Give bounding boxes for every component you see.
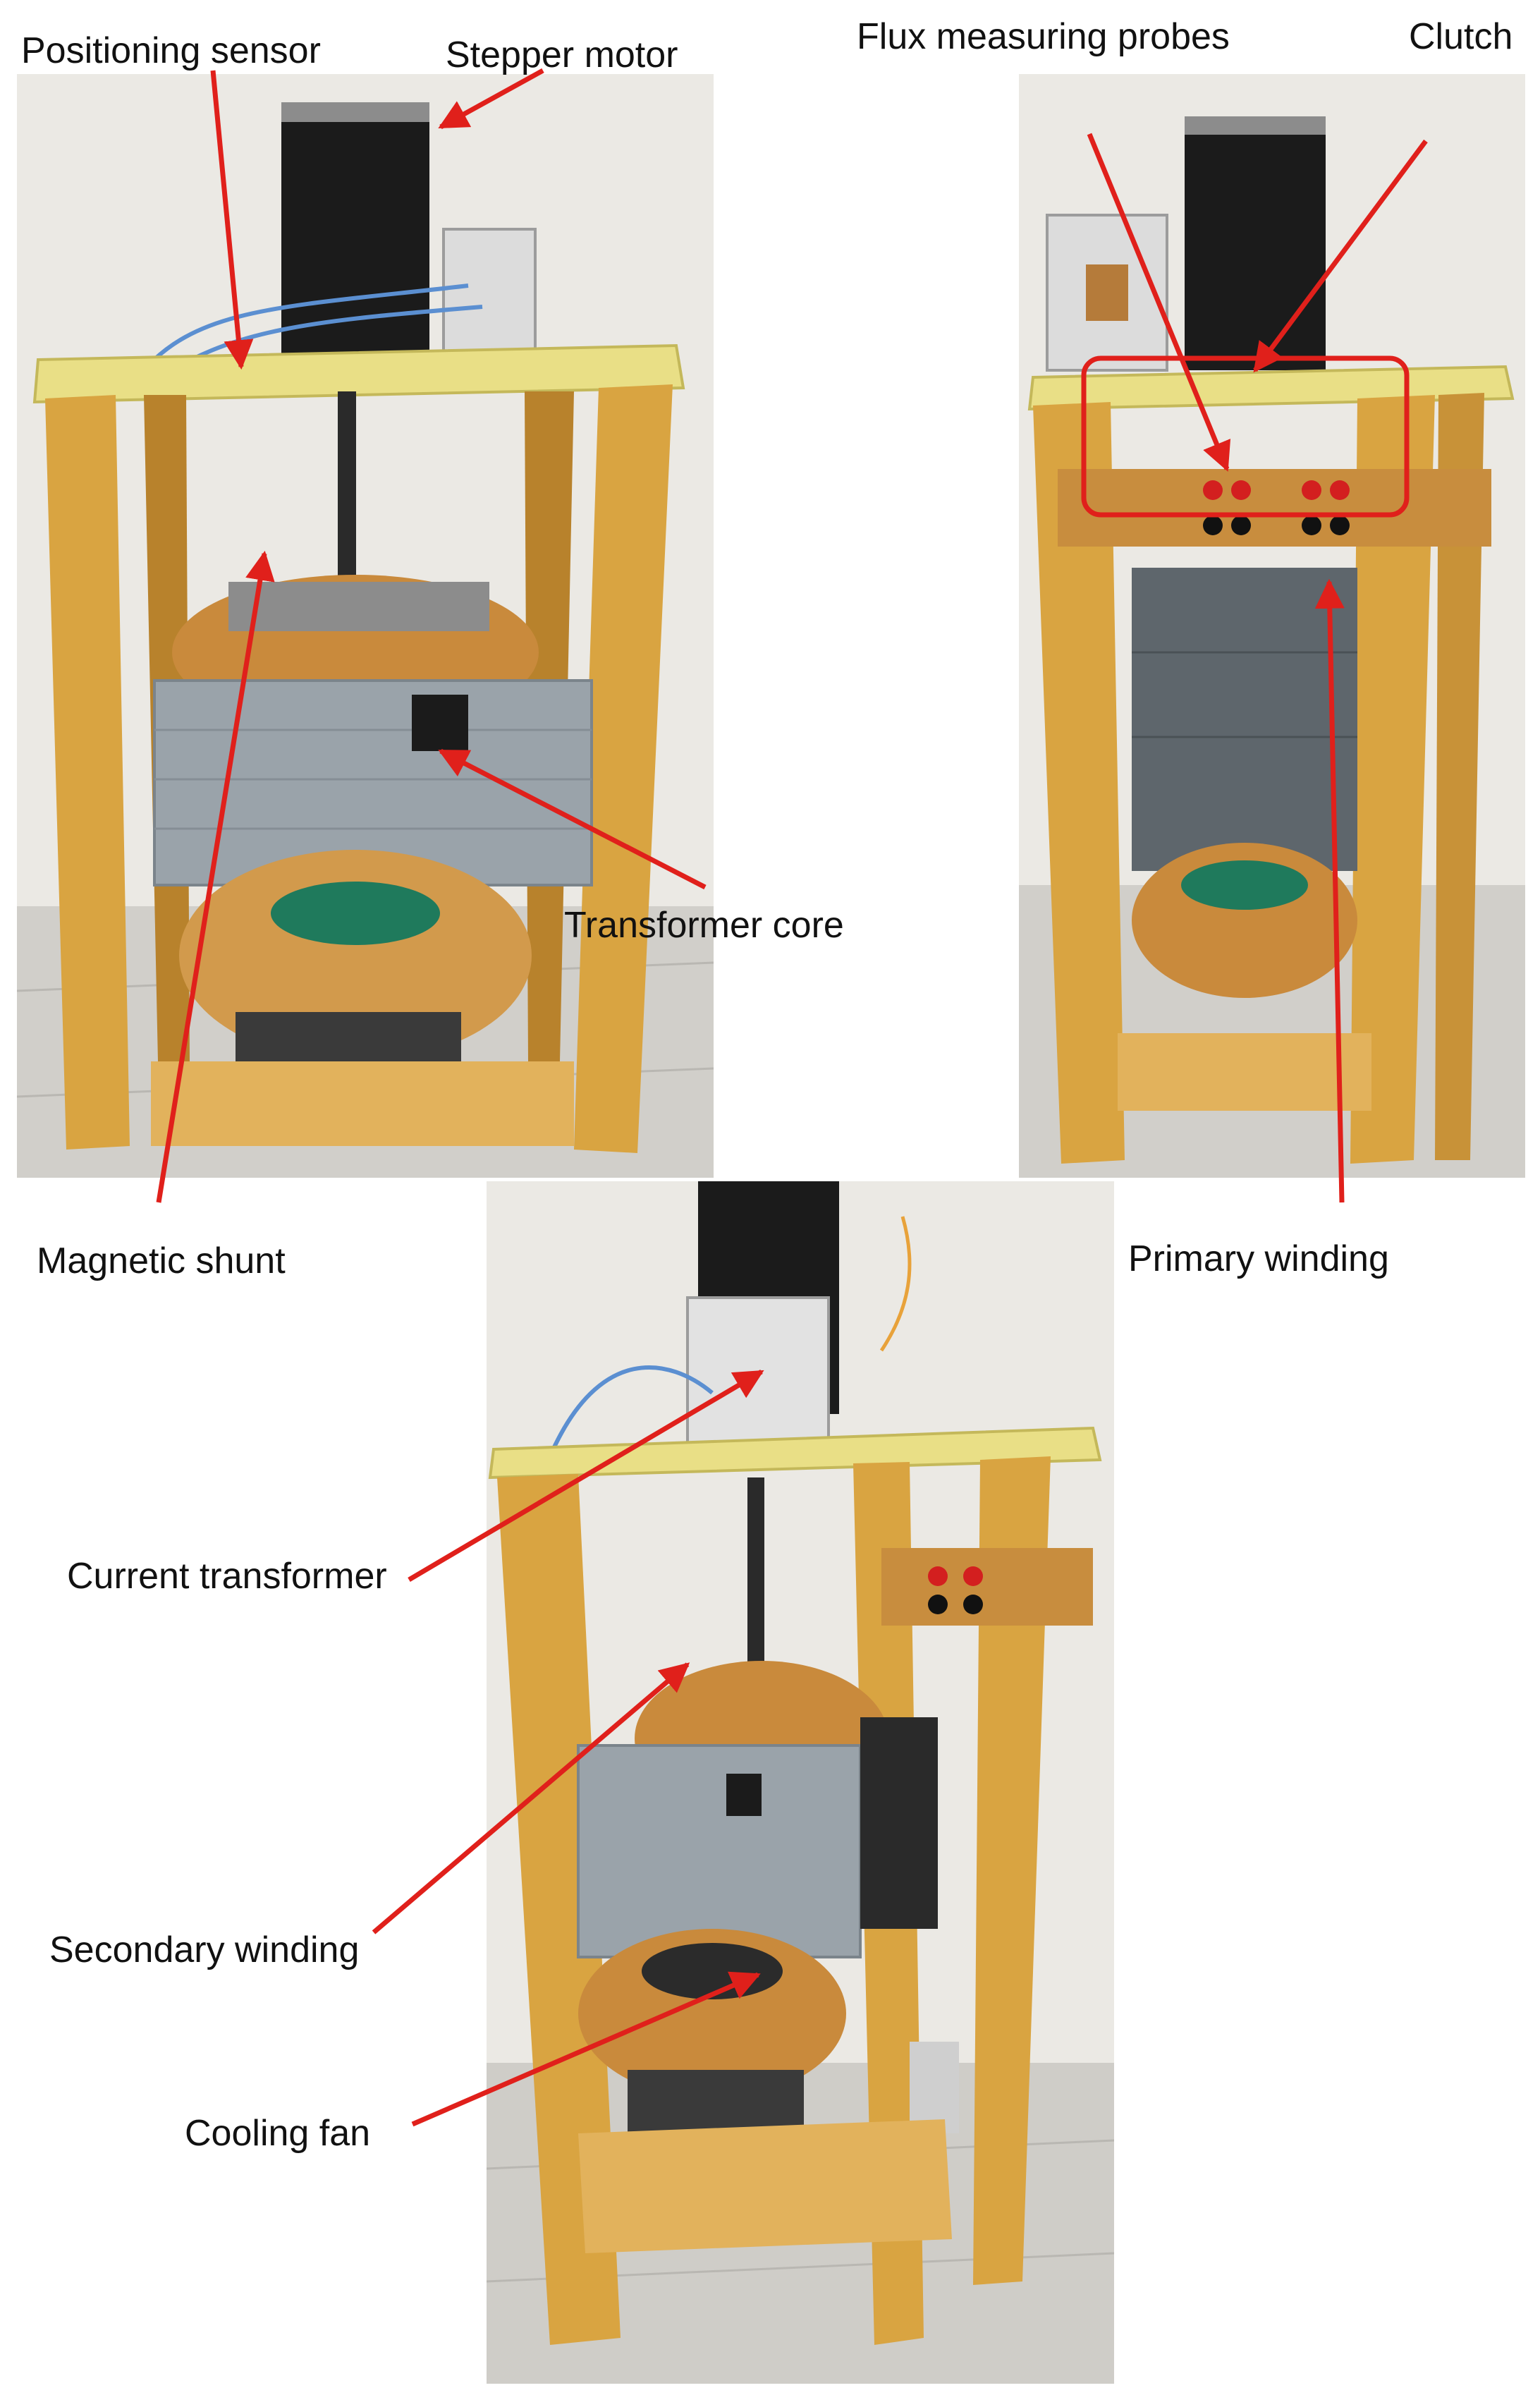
photo-side-view xyxy=(1019,74,1525,1178)
label-primary-winding: Primary winding xyxy=(1128,1238,1389,1279)
label-positioning-sensor: Positioning sensor xyxy=(21,30,321,71)
label-magnetic-shunt: Magnetic shunt xyxy=(37,1241,286,1281)
photo-front-view-drawing xyxy=(17,74,714,1178)
label-cooling-fan: Cooling fan xyxy=(185,2113,371,2154)
photo-side-view-drawing xyxy=(1019,74,1525,1178)
label-transformer-core: Transformer core xyxy=(564,905,844,946)
photo-angled-view xyxy=(487,1181,1114,2384)
photo-front-view xyxy=(17,74,714,1178)
photo-angled-view-drawing xyxy=(487,1181,1114,2384)
label-flux-measuring-probes: Flux measuring probes xyxy=(857,16,1230,57)
label-secondary-winding: Secondary winding xyxy=(49,1930,360,1970)
label-clutch: Clutch xyxy=(1409,16,1513,57)
label-current-transformer: Current transformer xyxy=(67,1556,387,1597)
label-stepper-motor: Stepper motor xyxy=(446,35,678,75)
